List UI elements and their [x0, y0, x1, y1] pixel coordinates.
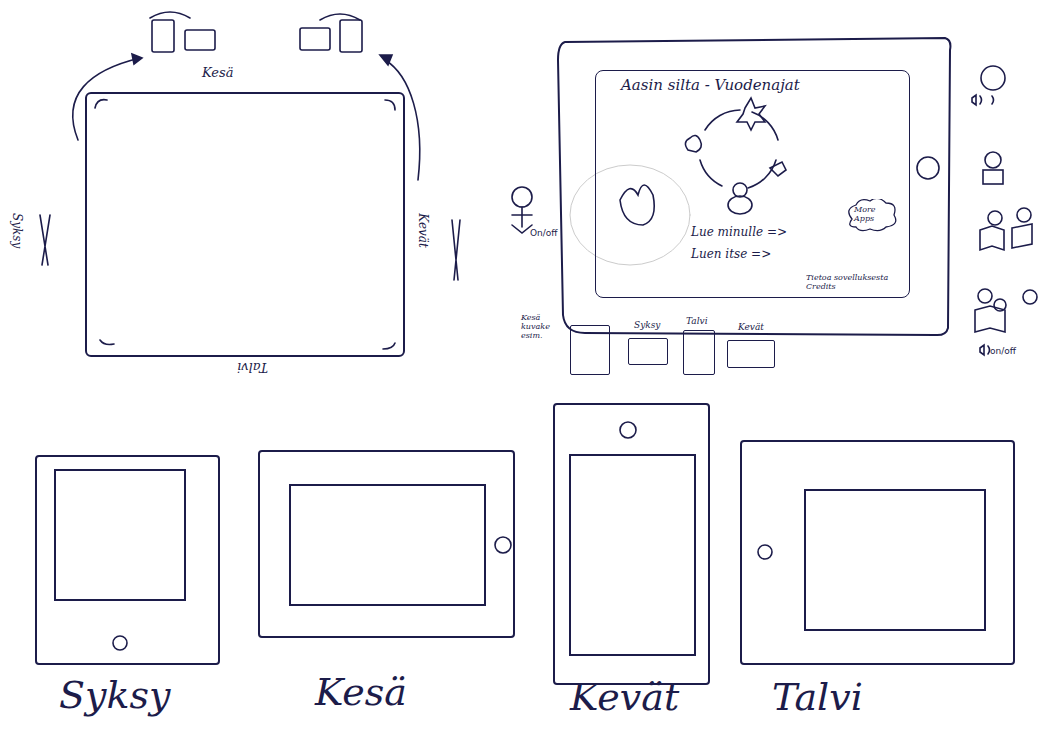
node-text: Kesä	[315, 672, 407, 714]
snowman-icon	[733, 183, 747, 197]
home-button	[917, 157, 939, 179]
node-text: Syksy	[59, 675, 171, 717]
book-icon	[980, 224, 1032, 250]
tablet-screen	[55, 470, 185, 600]
sound-icon	[980, 345, 990, 355]
node-text: Talvi	[772, 677, 863, 719]
swap-arrow	[320, 14, 360, 20]
icon-tablet: Kevät	[727, 340, 775, 368]
node-text: Kevät	[416, 213, 429, 248]
tablet-icon	[300, 28, 330, 50]
tablet-landscape: Kesä	[258, 450, 515, 638]
rotate-arrow	[385, 60, 420, 180]
sun-icon	[737, 98, 765, 130]
tablet-screen	[570, 455, 695, 655]
cycle-arrow	[752, 112, 778, 140]
node-text: Talvi	[237, 360, 268, 374]
rotate-arrow	[73, 58, 140, 140]
node-text: Syksy	[10, 213, 23, 248]
node-text: More Apps	[854, 206, 890, 224]
node-text: Kesä kuvake esim.	[521, 314, 569, 340]
flower-icon	[770, 162, 786, 176]
leaf-icon	[685, 135, 701, 152]
icon-tablet: Kesä kuvake esim.	[570, 325, 610, 375]
tablet-screen	[805, 490, 985, 630]
tablet-screen	[290, 485, 485, 605]
node-text: Aasin silta - Vuodenajat	[621, 77, 800, 94]
crossed-scribble	[40, 215, 50, 265]
tablet-portrait: Syksy	[35, 455, 220, 665]
home-button	[113, 636, 127, 650]
node-text: Kevät	[738, 323, 764, 333]
cycle-arrow	[700, 160, 722, 186]
button-icon	[981, 66, 1005, 90]
crossed-scribble	[452, 220, 460, 280]
reader-icon	[988, 211, 1002, 225]
home-button	[495, 537, 511, 553]
figure-head	[512, 187, 532, 207]
node-text: Syksy	[634, 321, 660, 331]
figure-body	[512, 207, 532, 233]
icon-tablet: Syksy	[628, 338, 668, 365]
reader-icon	[978, 289, 992, 303]
reader-icon	[1017, 208, 1031, 222]
person-icon	[985, 152, 1001, 168]
swap-arrow	[150, 12, 190, 18]
corner-arrow	[100, 340, 114, 345]
season-frame: KesäSyksyKevätTalvi	[85, 92, 405, 357]
home-button	[758, 545, 772, 559]
cycle-arrow	[705, 110, 740, 130]
person-icon	[983, 170, 1003, 184]
icon-tablet: Talvi	[683, 330, 715, 375]
node-text: Lue minulle =>	[691, 226, 787, 239]
switch-label: On/off	[530, 228, 558, 238]
sound-icon	[972, 95, 994, 105]
home-button	[620, 422, 636, 438]
more-apps-cloud: More Apps	[844, 199, 898, 235]
donkey-sketch	[620, 185, 654, 225]
faint-circle	[570, 165, 690, 265]
node-text: Luen itse =>	[691, 248, 771, 261]
app-screen: Aasin silta - VuodenajatLue minulle => Lu…	[595, 70, 910, 298]
corner-arrow	[383, 343, 395, 349]
node-text: Tietoa sovelluksesta Credits	[806, 274, 906, 292]
node-text: Kevät	[570, 677, 679, 719]
tablet-portrait: Kevät	[553, 403, 710, 685]
arrow-head	[132, 54, 142, 64]
book-icon	[975, 306, 1005, 332]
tablet-landscape: Talvi	[740, 440, 1015, 665]
cycle-arrow	[748, 160, 776, 188]
node-text: Kesä	[202, 66, 233, 80]
tablet-icon	[340, 20, 362, 52]
arrow-head	[380, 55, 392, 65]
node-text: Talvi	[686, 317, 708, 327]
button-icon	[1023, 290, 1037, 304]
tablet-icon	[152, 20, 174, 52]
tablet-icon	[185, 30, 215, 50]
corner-arrow	[385, 100, 395, 110]
snowman-icon	[728, 196, 752, 214]
tablet-outline	[558, 38, 950, 335]
switch-label: on/off	[990, 346, 1016, 356]
corner-arrow	[95, 100, 107, 108]
